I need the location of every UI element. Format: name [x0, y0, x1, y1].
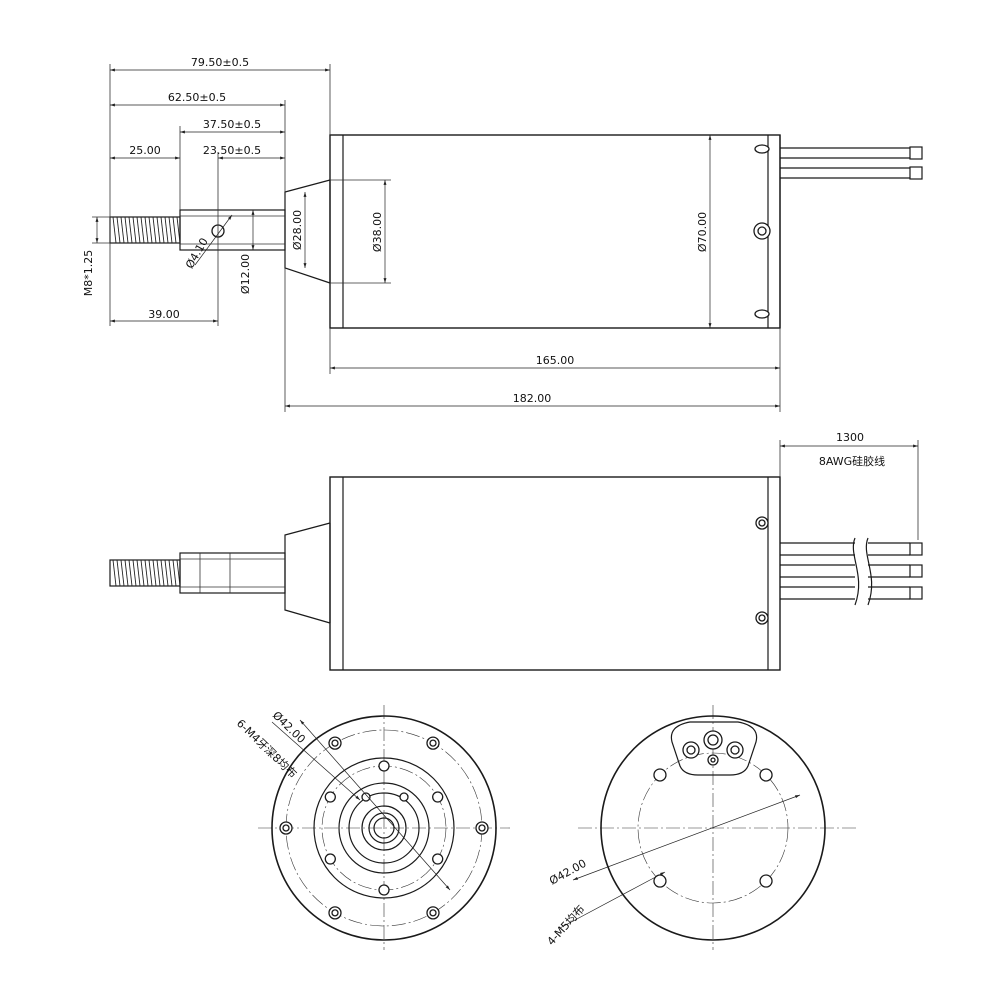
rear-end-view: Ø42.00 4-M5均布 — [545, 705, 858, 950]
dim-cone-dia: Ø38.00 — [371, 212, 384, 252]
rear-screw-bottom — [754, 309, 770, 319]
front-inner-hole — [432, 853, 444, 865]
dim-23-50: 23.50±0.5 — [203, 144, 261, 157]
rear-mount-hole — [759, 874, 773, 888]
rear-mount-hole — [653, 768, 667, 782]
dim-boss-dia: Ø28.00 — [291, 210, 304, 250]
rear-pcd-label: Ø42.00 — [547, 857, 588, 888]
front-inner-hole — [378, 884, 390, 896]
motor-body-side — [329, 476, 781, 671]
dim-79-50: 79.50±0.5 — [191, 56, 249, 69]
dim-37-50: 37.50±0.5 — [203, 118, 261, 131]
dim-39-00: 39.00 — [148, 308, 180, 321]
cable-spec-label: 8AWG硅胶线 — [819, 454, 885, 468]
top-view: 79.50±0.5 62.50±0.5 37.50±0.5 25.00 23.5… — [82, 56, 923, 412]
cables-top — [780, 146, 923, 180]
dim-165-00: 165.00 — [536, 354, 575, 367]
front-inner-hole — [324, 853, 336, 865]
front-end-view: Ø42.00 6-M4牙深8均布 — [234, 705, 510, 950]
dim-hole-dia: Ø4.10 — [183, 236, 211, 271]
front-pcd-label: Ø42.00 — [270, 709, 308, 746]
side-view: 1300 8AWG硅胶线 — [109, 431, 923, 671]
motor-body — [329, 134, 781, 329]
rear-holes-label: 4-M5均布 — [545, 903, 588, 948]
dim-25-00: 25.00 — [129, 144, 161, 157]
dim-shaft-dia: Ø12.00 — [239, 254, 252, 294]
dim-62-50: 62.50±0.5 — [168, 91, 226, 104]
rear-mount-hole — [759, 768, 773, 782]
dim-m8: M8*1.25 — [82, 250, 95, 296]
cables-side — [780, 537, 923, 606]
front-outer-circle — [271, 715, 497, 941]
front-inner-hole — [324, 791, 336, 803]
front-inner-hole — [378, 760, 390, 772]
dim-cable-length: 1300 — [836, 431, 864, 444]
cable-gland-plate — [670, 721, 758, 776]
dim-body-dia: Ø70.00 — [696, 212, 709, 252]
front-inner-hole — [432, 791, 444, 803]
rear-screw-top — [754, 144, 770, 154]
dim-182-00: 182.00 — [513, 392, 552, 405]
